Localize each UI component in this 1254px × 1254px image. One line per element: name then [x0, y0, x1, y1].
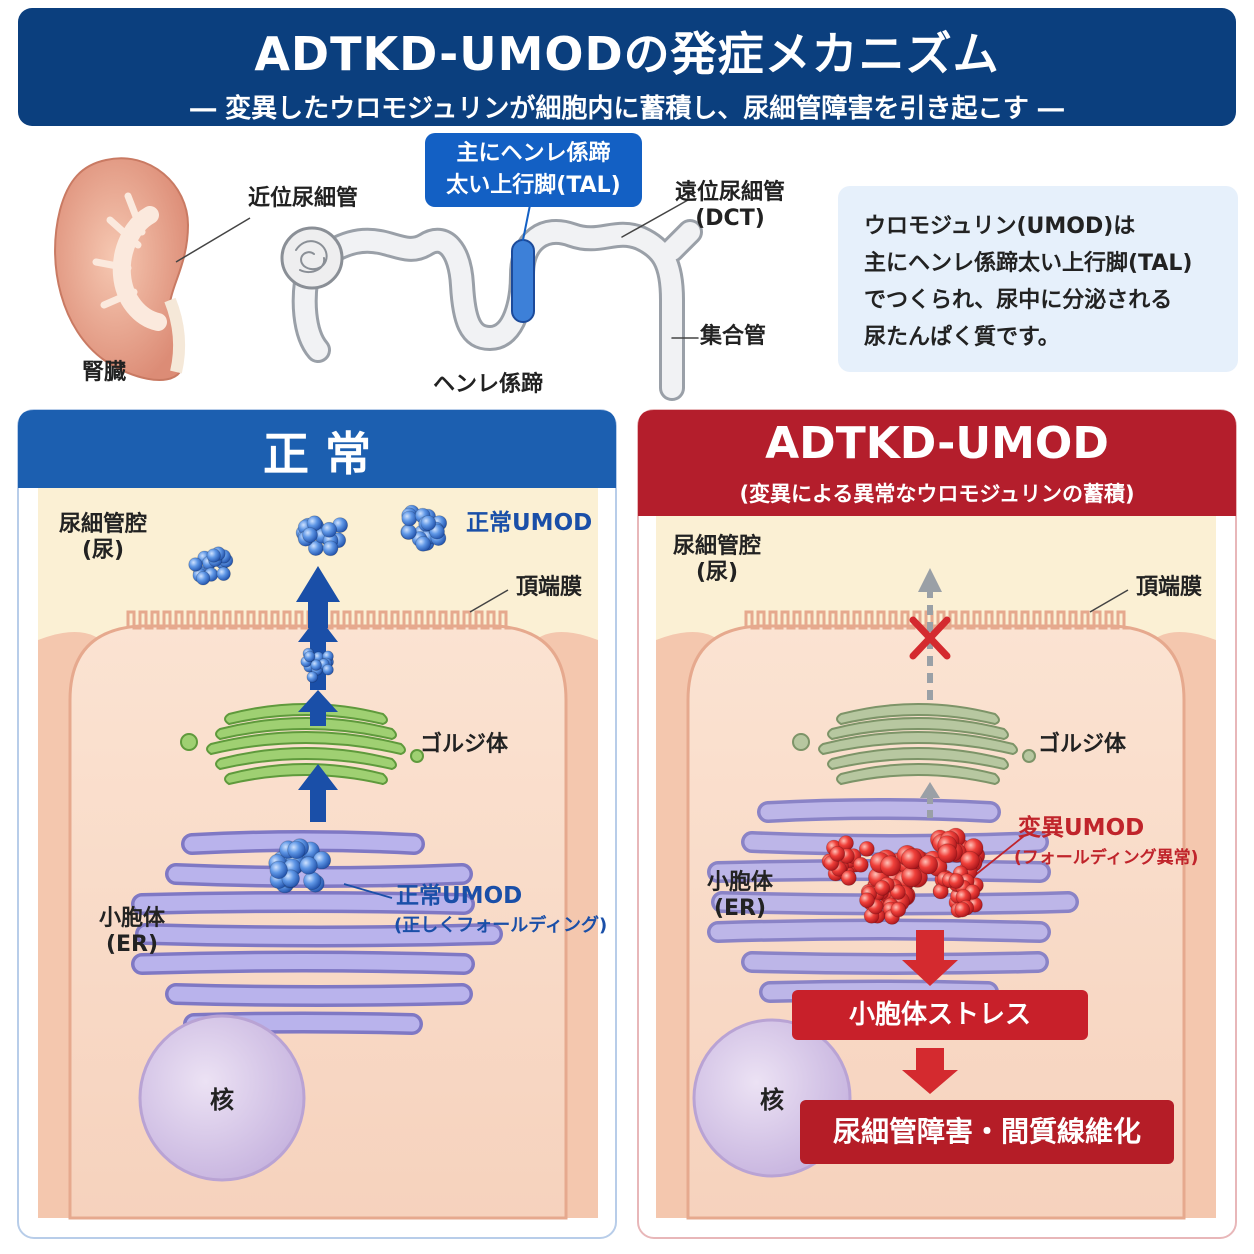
- page-subtitle: ― 変異したウロモジュリンが細胞内に蓄積し、尿細管障害を引き起こす ―: [190, 94, 1064, 124]
- dct-label-line2: (DCT): [695, 206, 765, 232]
- disease-panel-subtitle: (変異による異常なウロモジュリンの蓄積): [739, 482, 1135, 506]
- normal-nucleus-label: 核: [210, 1086, 234, 1114]
- disease-er-line1: 小胞体: [706, 870, 773, 895]
- normal-er-umod-note: (正しくフォールディング): [394, 915, 608, 936]
- kidney-label: 腎臓: [82, 360, 127, 385]
- info-line4: 尿たんぱく質です。: [864, 325, 1060, 350]
- disease-lumen-line1: 尿細管腔: [672, 534, 761, 559]
- proximal-tubule-label: 近位尿細管: [248, 186, 359, 211]
- golgi-disease: [792, 703, 1036, 786]
- er-stress-box: 小胞体ストレス: [792, 990, 1088, 1040]
- disease-apical-label: 頂端膜: [1136, 575, 1203, 600]
- er-normal: [131, 830, 503, 1035]
- disease-arrows: [902, 568, 1025, 1094]
- disease-lumen-label: 尿細管腔 (尿): [662, 534, 772, 587]
- loop-of-henle-label: ヘンレ係蹄: [433, 372, 544, 397]
- tal-callout-line1: 主にヘンレ係蹄: [456, 141, 611, 166]
- info-line1: ウロモジュリン(UMOD)は: [864, 214, 1136, 239]
- disease-er-label: 小胞体 (ER): [694, 870, 786, 923]
- mutant-umod-label: 変異UMOD: [1018, 815, 1145, 841]
- collecting-duct-label: 集合管: [700, 324, 767, 349]
- golgi-normal: [180, 703, 424, 786]
- info-box: ウロモジュリン(UMOD)は 主にヘンレ係蹄太い上行脚(TAL) でつくられ、尿…: [838, 186, 1238, 372]
- tal-callout: 主にヘンレ係蹄 太い上行脚(TAL): [425, 133, 642, 207]
- disease-panel-title: ADTKD-UMOD: [765, 418, 1109, 469]
- nephron-tubule: [280, 189, 703, 401]
- normal-lumen-label: 尿細管腔 (尿): [48, 512, 158, 565]
- umod-clusters: [188, 504, 986, 925]
- normal-lumen-line2: (尿): [81, 538, 125, 564]
- disease-er-line2: (ER): [713, 896, 767, 922]
- normal-lumen-line1: 尿細管腔: [58, 512, 147, 537]
- page-title: ADTKD-UMODの発症メカニズム: [254, 27, 1000, 81]
- normal-er-line1: 小胞体: [98, 906, 165, 931]
- kidney: [54, 157, 251, 381]
- normal-apical-label: 頂端膜: [516, 575, 583, 600]
- normal-panel-title: 正 常: [262, 427, 371, 481]
- info-line3: でつくられ、尿中に分泌される: [864, 288, 1173, 313]
- disease-nucleus-label: 核: [760, 1086, 784, 1114]
- normal-er-umod-label: 正常UMOD: [396, 883, 523, 909]
- header-banner: ADTKD-UMODの発症メカニズム ― 変異したウロモジュリンが細胞内に蓄積し…: [18, 8, 1236, 126]
- info-line2: 主にヘンレ係蹄太い上行脚(TAL): [864, 251, 1193, 276]
- normal-golgi-label: ゴルジ体: [420, 732, 509, 757]
- normal-er-label: 小胞体 (ER): [86, 906, 178, 959]
- tal-callout-line2: 太い上行脚(TAL): [446, 173, 621, 198]
- nucleus-normal: [138, 1014, 306, 1182]
- normal-umod-lumen-label: 正常UMOD: [466, 510, 593, 536]
- normal-er-line2: (ER): [105, 932, 159, 958]
- disease-lumen-line2: (尿): [695, 560, 739, 586]
- dct-label-line1: 遠位尿細管: [674, 180, 785, 205]
- mutant-umod-note: (フォールディング異常): [1014, 848, 1199, 868]
- tubular-damage-box: 尿細管障害・間質線維化: [800, 1100, 1174, 1164]
- dct-label: 遠位尿細管 (DCT): [668, 180, 792, 233]
- disease-golgi-label: ゴルジ体: [1038, 732, 1127, 757]
